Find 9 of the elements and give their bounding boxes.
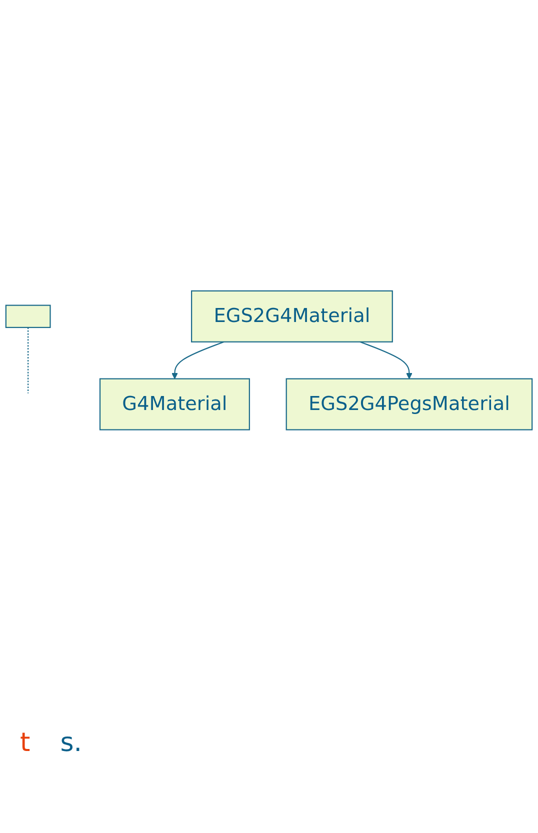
node-box: EGS2G4Material (191, 290, 393, 342)
node-box: EGS2G4PegsMaterial (286, 378, 533, 430)
node-box (5, 304, 51, 328)
arrow (171, 341, 224, 379)
text-fragment: t (20, 728, 30, 758)
connector (28, 327, 29, 393)
node-box: G4Material (99, 378, 250, 430)
text-fragment: s. (60, 728, 82, 758)
arrow (360, 341, 412, 379)
